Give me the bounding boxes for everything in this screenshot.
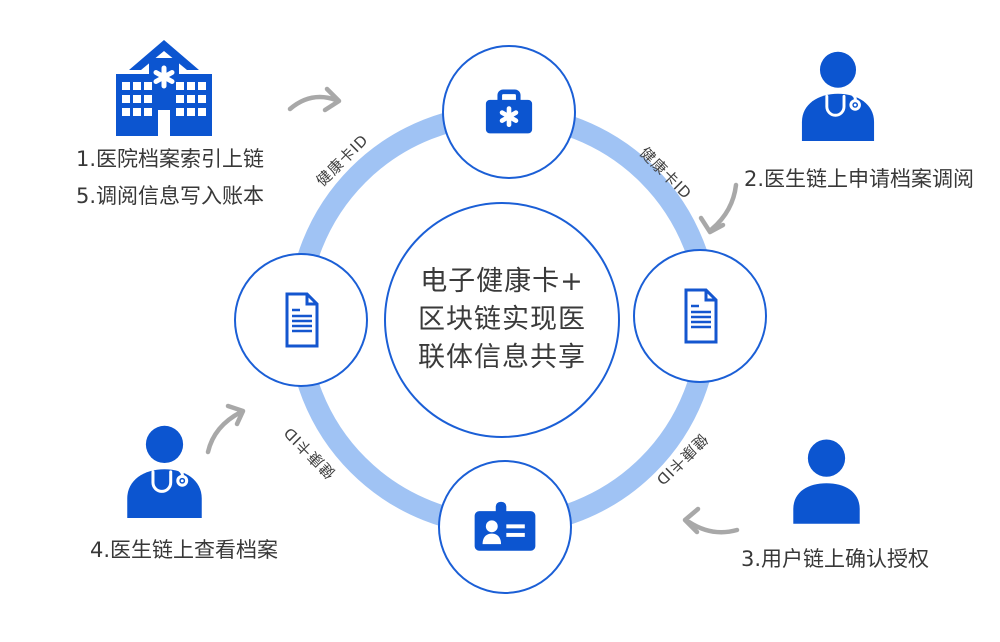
center-title: 电子健康卡+ 区块链实现医 联体信息共享 [418, 263, 586, 377]
center-title-line1: 电子健康卡+ [420, 266, 584, 297]
document-icon [675, 286, 725, 346]
corner-text-bottom-left: 4.医生链上查看档案 [90, 532, 278, 569]
step-1-label: 1.医院档案索引上链 [76, 147, 265, 171]
node-user-authorization [438, 460, 572, 594]
arrow-top-left-icon [287, 86, 342, 113]
step-4-label: 4.医生链上查看档案 [90, 538, 279, 562]
node-hospital-records [442, 45, 576, 179]
step-5-label: 5.调阅信息写入账本 [76, 184, 265, 208]
hospital-icon [112, 38, 216, 138]
id-card-icon [472, 500, 538, 554]
center-circle: 电子健康卡+ 区块链实现医 联体信息共享 [384, 202, 620, 438]
arrow-top-right-icon [698, 182, 739, 235]
corner-text-top-right: 2.医生链上申请档案调阅 [744, 161, 974, 198]
user-icon [786, 436, 867, 524]
document-icon [276, 290, 326, 350]
corner-text-top-left: 1.医院档案索引上链 5.调阅信息写入账本 [76, 141, 264, 215]
node-doctor-view [234, 253, 368, 387]
doctor-icon [120, 424, 209, 518]
node-doctor-request [633, 249, 767, 383]
arrow-bottom-right-icon [682, 506, 740, 535]
center-title-line2: 区块链实现医 [418, 304, 586, 335]
center-title-line3: 联体信息共享 [418, 342, 586, 373]
step-2-label: 2.医生链上申请档案调阅 [744, 167, 975, 191]
step-3-label: 3.用户链上确认授权 [741, 547, 930, 571]
arrow-bottom-left-icon [205, 403, 246, 455]
medical-kit-icon [480, 86, 538, 138]
corner-text-bottom-right: 3.用户链上确认授权 [741, 541, 929, 578]
doctor-icon [795, 50, 881, 141]
